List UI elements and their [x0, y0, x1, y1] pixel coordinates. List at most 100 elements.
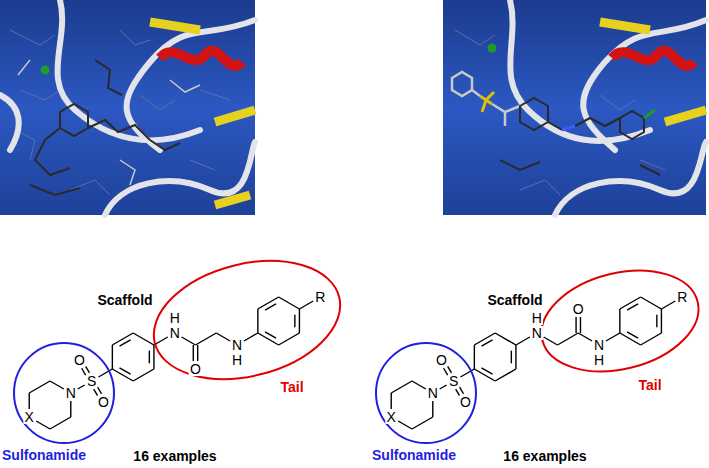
- chemical-bond: [70, 401, 71, 417]
- chemical-bond: [133, 369, 154, 381]
- chemical-bond: [97, 387, 101, 394]
- chemical-bond: [216, 333, 230, 341]
- chemical-bond: [619, 309, 620, 333]
- atom-symbol: O: [97, 395, 110, 409]
- docking-view-left: [0, 0, 255, 215]
- atom-symbol: S: [86, 374, 97, 388]
- chemical-bond: [120, 340, 131, 346]
- illustration-stroke: [583, 20, 706, 150]
- illustration-stroke: [492, 104, 520, 126]
- illustration-stroke: [0, 95, 19, 150]
- atom-symbol: X: [24, 410, 35, 424]
- atom-symbol: O: [459, 395, 472, 409]
- chemical-bond: [244, 333, 258, 341]
- chemical-bond: [50, 381, 64, 389]
- illustration-stroke: [15, 30, 230, 160]
- chemical-bond: [515, 345, 516, 369]
- atom-symbol: N: [231, 338, 243, 352]
- group-outline-shape: [148, 243, 346, 398]
- illustration-stroke: [95, 60, 122, 95]
- illustration-stroke: [548, 122, 562, 130]
- chemical-bond: [133, 333, 154, 345]
- illustration-stroke: [10, 30, 230, 195]
- chemical-bond: [575, 317, 576, 333]
- chemical-bond: [495, 369, 516, 381]
- chemical-bond: [193, 345, 194, 361]
- group-label: Sulfonamide: [372, 448, 456, 463]
- illustration-stroke: [150, 22, 255, 205]
- group-outline: [536, 237, 704, 405]
- chemical-bond: [120, 368, 131, 374]
- chemical-bond: [641, 297, 662, 309]
- chemical-bond: [474, 369, 495, 381]
- chemical-bond: [606, 333, 620, 341]
- atom-symbol: N: [169, 326, 181, 340]
- illustration-stroke: [620, 111, 644, 139]
- illustration-stroke: [472, 90, 480, 96]
- illustration-stroke: [35, 128, 70, 175]
- chemical-bond: [29, 381, 50, 393]
- scaffold-label: Scaffold: [97, 293, 152, 307]
- illustration-stroke: [452, 72, 472, 96]
- chemical-bond: [299, 301, 313, 309]
- illustration-stroke: [520, 98, 548, 130]
- atom-symbol: N: [427, 386, 439, 400]
- chemical-bond: [50, 417, 71, 429]
- illustration-stroke: [452, 72, 520, 126]
- illustration-stroke: [105, 142, 255, 215]
- chemical-bond: [195, 333, 216, 345]
- illustration-stroke: [160, 51, 242, 66]
- chemical-bond: [112, 333, 133, 345]
- chemical-bond: [149, 351, 150, 364]
- chemical-bond: [182, 337, 196, 345]
- atom-symbol: O: [73, 353, 86, 367]
- illustration-stroke: [215, 195, 250, 205]
- chemical-bond: [544, 337, 558, 345]
- atom-symbol: H: [531, 311, 543, 325]
- count-label: 16 examples: [503, 449, 586, 463]
- illustration-stroke: [555, 142, 706, 215]
- chemical-bond: [620, 333, 641, 345]
- chemical-bond: [482, 340, 493, 346]
- atom-symbol: H: [169, 311, 181, 325]
- illustration-stroke: [665, 110, 706, 122]
- illustration-stroke: [500, 160, 660, 175]
- illustration-stroke: [30, 140, 180, 195]
- group-outline-shape: [376, 343, 476, 443]
- scaffold-label: Scaffold: [487, 293, 542, 307]
- illustration-stroke: [612, 51, 694, 66]
- atom-symbol: N: [65, 386, 77, 400]
- illustration-stroke: [562, 126, 575, 130]
- chemical-bond: [661, 309, 662, 333]
- chemical-bond: [257, 309, 258, 333]
- illustration-stroke: [482, 92, 494, 112]
- chemical-bond: [299, 309, 300, 333]
- illustration-stroke: [0, 0, 255, 215]
- chemical-bond: [112, 345, 113, 369]
- illustration-stroke: [41, 66, 50, 75]
- illustration-stroke: [18, 60, 200, 185]
- chemical-bond: [474, 345, 475, 369]
- illustration-stroke: [60, 104, 88, 136]
- chemical-bond: [153, 345, 154, 369]
- chemical-bond: [78, 385, 85, 389]
- atom-symbol: R: [676, 290, 688, 304]
- chemical-bond: [627, 332, 638, 338]
- illustration-stroke: [510, 0, 650, 141]
- chemical-bond: [279, 297, 300, 309]
- chemical-bond: [459, 387, 463, 394]
- group-label: Tail: [280, 380, 303, 395]
- atom-symbol: X: [386, 410, 397, 424]
- chemical-bond: [495, 333, 516, 345]
- chemical-bond: [265, 332, 276, 338]
- group-outline-shape: [536, 255, 704, 387]
- chemical-bond: [279, 333, 300, 345]
- illustration-stroke: [30, 60, 180, 195]
- atom-symbol: O: [189, 362, 202, 376]
- chemical-bond: [197, 345, 198, 361]
- chemical-bond: [391, 381, 412, 393]
- illustration-stroke: [215, 110, 255, 122]
- chemical-bond: [258, 297, 279, 309]
- atom-symbol: H: [593, 353, 605, 367]
